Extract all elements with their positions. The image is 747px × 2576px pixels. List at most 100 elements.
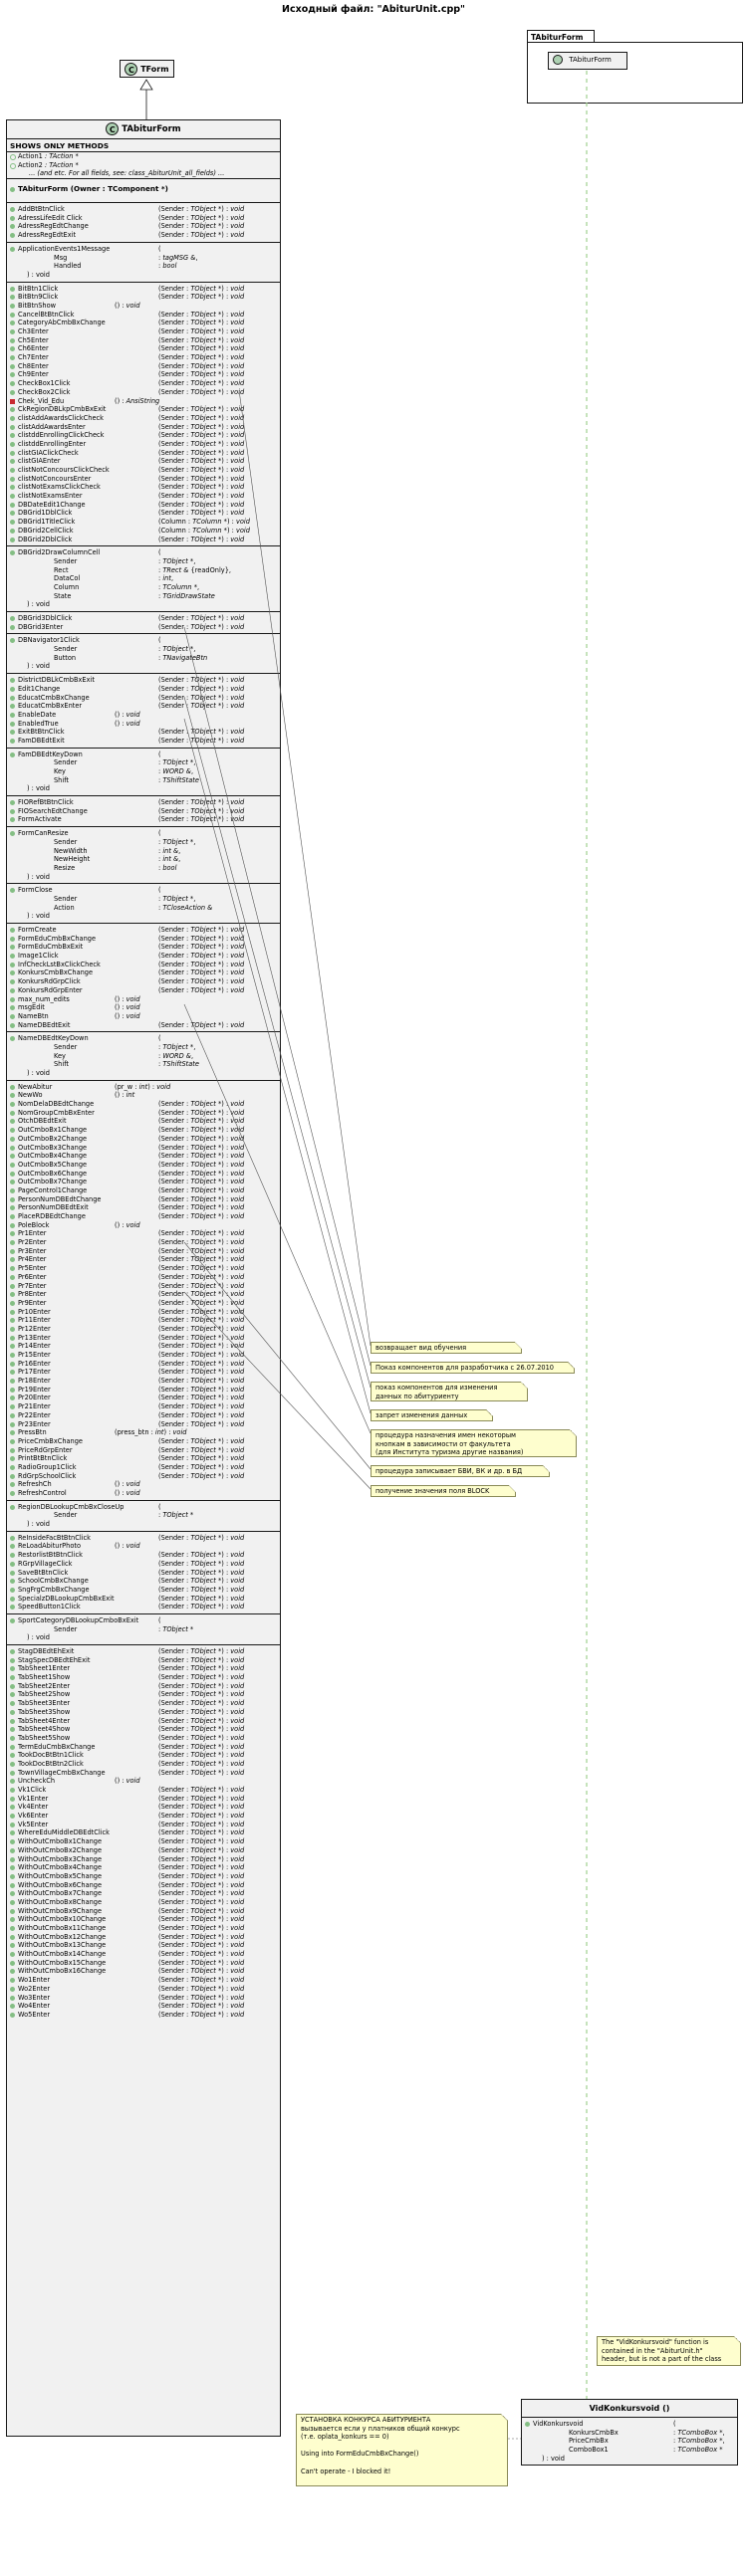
member-row: PersonNumDBEdtExit(Sender : TObject *) :… — [7, 1203, 280, 1212]
member-row: Key : WORD &, — [7, 767, 280, 776]
member-name: msgEdit — [18, 1003, 45, 1012]
note-line: Can't operate - I blocked it! — [301, 2467, 391, 2475]
public-visibility-icon — [10, 1587, 15, 1593]
public-visibility-icon — [10, 346, 15, 352]
public-visibility-icon — [10, 1943, 15, 1949]
member-signature: : TObject *, — [158, 645, 196, 654]
member-signature: (Sender : TObject *) : void — [158, 231, 245, 240]
public-visibility-icon — [10, 1361, 15, 1367]
member-name: Sender — [54, 645, 78, 654]
public-visibility-icon — [10, 286, 15, 292]
member-row: NewHeight : int &, — [7, 855, 280, 864]
member-row: WithOutCmboBx13Change(Sender : TObject *… — [7, 1941, 280, 1950]
member-name: DBGrid1TitleClick — [18, 518, 76, 527]
member-name: TermEduCmbBxChange — [18, 1742, 96, 1751]
public-visibility-icon — [10, 207, 15, 213]
member-signature: ( — [158, 548, 161, 557]
member-signature: (Sender : TObject *) : void — [158, 977, 245, 986]
member-signature: (Sender : TObject *) : void — [158, 500, 245, 509]
member-row: Image1Click(Sender : TObject *) : void — [7, 952, 280, 961]
member-signature: (Sender : TObject *) : void — [158, 361, 245, 370]
public-visibility-icon — [10, 1240, 15, 1246]
member-signature: (Sender : TObject *) : void — [158, 614, 245, 622]
member-signature: (Sender : TObject *) : void — [158, 1377, 245, 1386]
member-row: clistAddAwardsEnter(Sender : TObject *) … — [7, 423, 280, 432]
member-row: Ch7Enter(Sender : TObject *) : void — [7, 353, 280, 362]
public-visibility-icon — [10, 1231, 15, 1237]
member-signature: (Sender : TObject *) : void — [158, 293, 245, 302]
member-name: TabSheet5Show — [18, 1733, 71, 1742]
member-name: clistNotExamsEnter — [18, 492, 83, 501]
public-visibility-icon — [10, 1266, 15, 1272]
public-visibility-icon — [10, 1395, 15, 1401]
member-signature: (Sender : TObject *) : void — [158, 1212, 245, 1220]
member-signature: (Sender : TObject *) : void — [158, 1976, 245, 1985]
public-visibility-icon — [10, 1570, 15, 1576]
public-visibility-icon — [10, 1187, 15, 1193]
public-visibility-icon — [10, 738, 15, 744]
member-name: clistGIAClickCheck — [18, 448, 79, 457]
member-signature: (Sender : TObject *) : void — [158, 492, 245, 501]
member-signature: (Sender : TObject *) : void — [158, 1950, 245, 1959]
member-row: NewAbitur(pr_w : int) : void — [7, 1083, 280, 1092]
public-visibility-icon — [10, 987, 15, 993]
public-visibility-icon — [10, 686, 15, 692]
public-visibility-icon — [10, 1128, 15, 1134]
member-name: WithOutCmboBx3Change — [18, 1854, 103, 1863]
member-name: AddBtBtnClick — [18, 205, 65, 214]
member-row: CheckBox1Click(Sender : TObject *) : voi… — [7, 379, 280, 388]
member-row: KonkursRdGrpClick(Sender : TObject *) : … — [7, 977, 280, 986]
member-signature: (Sender : TObject *) : void — [158, 1410, 245, 1419]
member-signature: (Sender : TObject *) : void — [158, 702, 245, 711]
member-signature: (Sender : TObject *) : void — [158, 1863, 245, 1872]
member-signature: (Sender : TObject *) : void — [158, 310, 245, 319]
member-signature: (Sender : TObject *) : void — [158, 1281, 245, 1290]
public-visibility-icon — [10, 704, 15, 710]
public-visibility-icon — [10, 1917, 15, 1923]
member-name: WithOutCmboBx10Change — [18, 1915, 107, 1924]
public-visibility-icon — [10, 996, 15, 1002]
member-name: CategoryAbCmbBxChange — [18, 319, 106, 327]
member-name: Vk1Click — [18, 1786, 47, 1794]
member-row: WithOutCmboBx9Change(Sender : TObject *)… — [7, 1907, 280, 1916]
member-signature: (Sender : TObject *) : void — [158, 370, 245, 379]
member-name: FormCanResize — [18, 829, 69, 838]
public-visibility-icon — [10, 1005, 15, 1011]
member-row: RefreshControl() : void — [7, 1489, 280, 1498]
public-visibility-icon — [10, 817, 15, 823]
member-row: Pr8Enter(Sender : TObject *) : void — [7, 1290, 280, 1299]
public-visibility-icon — [10, 1318, 15, 1324]
member-row: SpecialzDBLookupCmbBxExit(Sender : TObje… — [7, 1595, 280, 1604]
public-visibility-icon — [10, 800, 15, 806]
public-visibility-icon — [10, 712, 15, 718]
member-signature: (Column : TColumn *) : void — [158, 526, 250, 535]
member-name: PersonNumDBEdtChange — [18, 1194, 102, 1203]
member-name: NewWo — [18, 1091, 43, 1100]
member-signature: (Sender : TObject *) : void — [158, 1568, 245, 1577]
member-signature: (Sender : TObject *) : void — [158, 1462, 245, 1471]
public-visibility-icon — [10, 1873, 15, 1879]
member-row: BitBtnShow() : void — [7, 302, 280, 311]
member-name: PriceCmbBxChange — [18, 1436, 83, 1445]
member-signature: ( — [158, 1502, 161, 1511]
member-name: TookDocBtBtn1Click — [18, 1751, 84, 1760]
member-name: WhereEduMiddleDBEdtClick — [18, 1828, 110, 1837]
member-name: clistddEnrollingClickCheck — [18, 431, 105, 440]
public-visibility-icon — [10, 1744, 15, 1750]
member-row: StagSpecDBEdtEhExit(Sender : TObject *) … — [7, 1656, 280, 1665]
note-line: (для Института туризма другие названия) — [375, 1448, 524, 1457]
member-signature: (Sender : TObject *) : void — [158, 676, 245, 685]
public-visibility-icon — [10, 979, 15, 985]
member-row: PersonNumDBEdtChange(Sender : TObject *)… — [7, 1195, 280, 1204]
member-name: CkRegionDBLkpCmbBxExit — [18, 405, 107, 414]
member-row: DBGrid2DrawColumnCell( — [7, 548, 280, 557]
member-signature: (Sender : TObject *) : void — [158, 205, 245, 214]
member-row: Pr6Enter(Sender : TObject *) : void — [7, 1273, 280, 1282]
member-name: NewAbitur — [18, 1082, 53, 1091]
member-name: Vk1Enter — [18, 1794, 49, 1803]
member-signature: (Sender : TObject *) : void — [158, 344, 245, 353]
member-row: DBGrid3Enter(Sender : TObject *) : void — [7, 623, 280, 632]
public-visibility-icon — [10, 1579, 15, 1585]
member-name: Sender — [54, 1511, 78, 1520]
member-signature: : TObject *, — [158, 758, 196, 767]
